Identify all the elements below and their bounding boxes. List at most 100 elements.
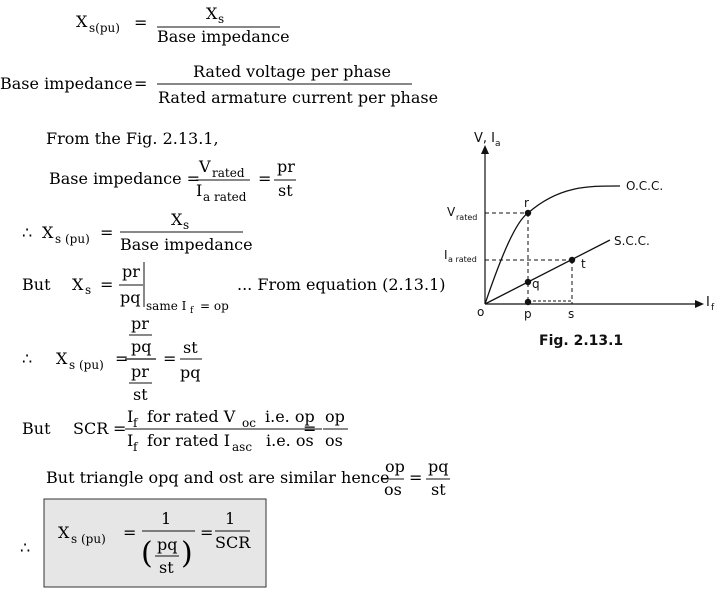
l9-d1: os bbox=[384, 480, 402, 499]
box-therefore: ∴ bbox=[20, 538, 30, 557]
l4-den-sub: a rated bbox=[203, 190, 247, 204]
l4-r-den: st bbox=[278, 181, 293, 200]
l4-num: V bbox=[198, 157, 211, 176]
x-axis-label: I bbox=[706, 295, 710, 310]
l8-num-a-sub: f bbox=[133, 416, 139, 430]
l6-eq: = bbox=[100, 275, 113, 294]
l5-num: X bbox=[171, 210, 183, 229]
box-lhs: X bbox=[58, 523, 70, 542]
l8-den-a-sub: f bbox=[133, 440, 139, 454]
l2-lhs: Base impedance bbox=[0, 74, 133, 93]
l8-den-c: i.e. os bbox=[266, 431, 314, 450]
point-p bbox=[524, 298, 532, 306]
scc-label: S.C.C. bbox=[614, 234, 650, 248]
box-n2: 1 bbox=[225, 509, 235, 528]
point-r bbox=[524, 209, 532, 217]
point-q bbox=[524, 278, 532, 286]
l8-num-b-sub: oc bbox=[242, 416, 256, 430]
l8-den-a: I bbox=[127, 431, 133, 450]
l3-text: From the Fig. 2.13.1, bbox=[46, 129, 219, 148]
l4-num-sub: rated bbox=[212, 166, 245, 180]
l6-cond-tail: = op bbox=[200, 299, 229, 313]
occ-label: O.C.C. bbox=[626, 179, 663, 193]
l4-eq: = bbox=[258, 169, 271, 188]
l7-therefore: ∴ bbox=[22, 349, 32, 368]
figure-occ-scc: V, I a I f o O.C.C. S.C.C. V rated I a r… bbox=[444, 131, 715, 349]
box-n1: 1 bbox=[161, 509, 171, 528]
l7-eq: = bbox=[115, 349, 128, 368]
l8-num-b: for rated V bbox=[147, 407, 236, 426]
l7-bot: st bbox=[133, 385, 148, 404]
l2-den: Rated armature current per phase bbox=[158, 88, 438, 107]
l7-topden: pq bbox=[131, 337, 151, 356]
l6-lhs: X bbox=[72, 275, 84, 294]
l7-eq2: = bbox=[163, 349, 176, 368]
t-label: t bbox=[581, 257, 586, 271]
l8-num-a: I bbox=[127, 407, 133, 426]
box-lparen: ( bbox=[141, 536, 153, 571]
l6-cond-sub: f bbox=[190, 306, 194, 316]
l4-r-num: pr bbox=[277, 157, 295, 176]
l6-num: pr bbox=[122, 262, 140, 281]
box-inner-num: pq bbox=[157, 535, 177, 554]
l2-eq: = bbox=[134, 74, 147, 93]
l7-r-num: st bbox=[183, 338, 198, 357]
x-axis-label-sub: f bbox=[711, 303, 715, 313]
l1-num: X bbox=[206, 4, 218, 23]
l7-r-den: pq bbox=[180, 363, 200, 382]
box-inner-den: st bbox=[159, 558, 174, 577]
l6-note: ... From equation (2.13.1) bbox=[237, 275, 445, 294]
l8-r-den: os bbox=[325, 431, 343, 450]
l9-n1: op bbox=[385, 457, 405, 476]
y-axis-arrow bbox=[481, 145, 489, 154]
l5-therefore: ∴ bbox=[22, 223, 32, 242]
l1-num-sub: s bbox=[218, 12, 224, 26]
l8-den-b: for rated I bbox=[147, 431, 230, 450]
l6-but: But bbox=[22, 275, 51, 294]
p-label: p bbox=[524, 307, 532, 321]
l2-num: Rated voltage per phase bbox=[193, 62, 391, 81]
box-eq: = bbox=[123, 523, 136, 542]
l8-but: But bbox=[22, 419, 51, 438]
l8-num-c: i.e. op bbox=[265, 407, 315, 426]
i-rated-label-sub: a rated bbox=[448, 255, 477, 264]
scc-line bbox=[484, 239, 611, 305]
l9-text: But triangle opq and ost are similar hen… bbox=[46, 468, 390, 487]
origin-label: o bbox=[477, 305, 484, 319]
l8-lhs: SCR bbox=[73, 419, 109, 438]
l8-eq2: = bbox=[303, 419, 316, 438]
l5-lhs-sub: s (pu) bbox=[55, 232, 90, 246]
l5-eq: = bbox=[100, 223, 113, 242]
l7-botnum: pr bbox=[131, 362, 149, 381]
r-label: r bbox=[524, 196, 529, 210]
s-label: s bbox=[568, 307, 574, 321]
l9-d2: st bbox=[431, 480, 446, 499]
l6-den: pq bbox=[120, 288, 140, 307]
l7-lhs: X bbox=[56, 349, 68, 368]
l5-lhs: X bbox=[42, 223, 54, 242]
box-d2: SCR bbox=[215, 533, 251, 552]
l6-lhs-sub: s bbox=[85, 283, 91, 297]
v-rated-label: V bbox=[447, 205, 456, 219]
x-axis-arrow bbox=[695, 300, 704, 308]
box-lhs-sub: s (pu) bbox=[71, 532, 106, 546]
l1-lhs-sub: s(pu) bbox=[89, 21, 120, 35]
l7-top: pr bbox=[131, 314, 149, 333]
l5-num-sub: s bbox=[183, 218, 189, 232]
box-rparen: ) bbox=[181, 536, 193, 571]
l8-r-num: op bbox=[325, 407, 345, 426]
l8-eq: = bbox=[113, 419, 126, 438]
i-rated-label: I bbox=[444, 248, 448, 262]
point-t bbox=[568, 256, 576, 264]
l1-eq: = bbox=[134, 13, 147, 32]
result-box bbox=[43, 498, 267, 588]
l1-lhs: X bbox=[76, 12, 88, 31]
l7-lhs-sub: s (pu) bbox=[69, 358, 104, 372]
y-axis-label: V, I bbox=[474, 131, 495, 146]
l9-n2: pq bbox=[428, 457, 448, 476]
l4-den: I bbox=[196, 181, 202, 200]
l8-den-b-sub: asc bbox=[232, 440, 252, 454]
q-label: q bbox=[532, 277, 540, 291]
